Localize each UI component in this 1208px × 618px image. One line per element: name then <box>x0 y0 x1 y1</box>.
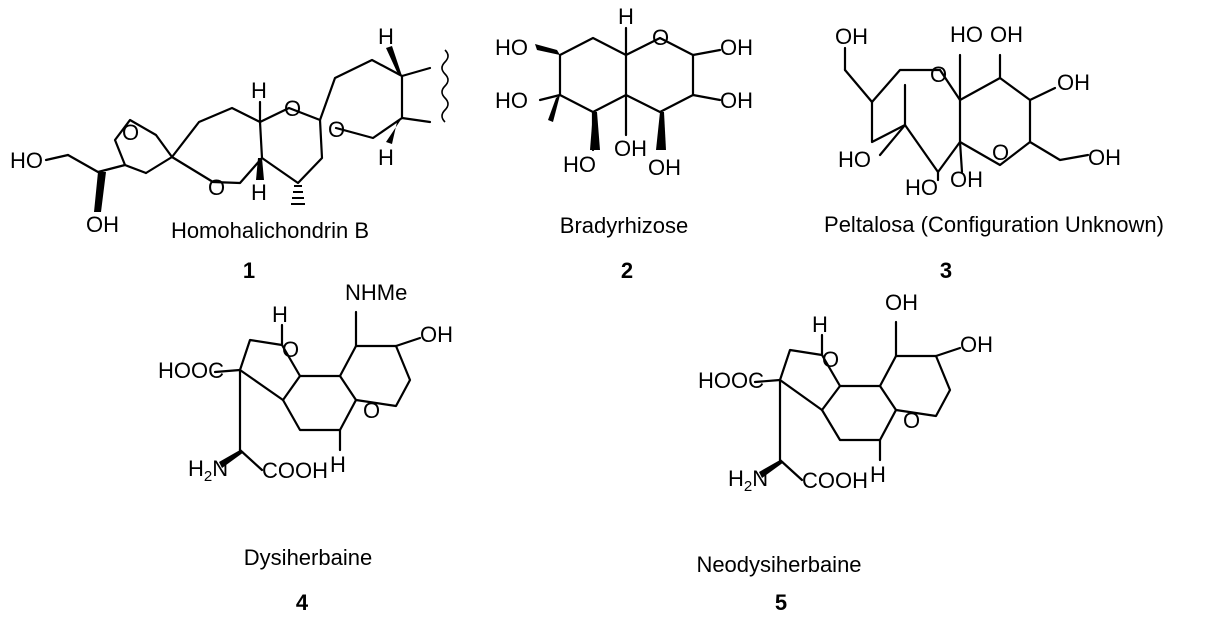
compound-3-name: Peltalosa (Configuration Unknown) <box>824 212 1164 237</box>
atom-label: OH <box>960 332 993 357</box>
compound-4-number: 4 <box>296 590 309 615</box>
atom-label: O <box>652 25 669 50</box>
atom-label: HO <box>495 88 528 113</box>
atom-label: O <box>903 408 920 433</box>
atom-label: OH <box>1057 70 1090 95</box>
atom-label: OH <box>950 167 983 192</box>
atom-label: OH <box>1088 145 1121 170</box>
compound-3-structure: OH O HO OH OH HO O OH HO OH Peltalosa (C… <box>824 22 1164 283</box>
atom-label: O <box>328 117 345 142</box>
atom-label-h2n: H2N <box>728 466 768 495</box>
compound-4-structure: O H H O NHMe OH HOOC H2N COOH Dysiherbai… <box>158 280 453 615</box>
atom-label: H <box>378 145 394 170</box>
compound-4-name: Dysiherbaine <box>244 545 372 570</box>
compound-5-name: Neodysiherbaine <box>696 552 861 577</box>
atom-label: H <box>618 4 634 29</box>
atom-label: OH <box>720 35 753 60</box>
atom-label: HOOC <box>698 368 764 393</box>
atom-label: O <box>822 347 839 372</box>
compound-1-number: 1 <box>243 258 255 283</box>
atom-label: HO <box>495 35 528 60</box>
atom-label: NHMe <box>345 280 407 305</box>
compound-2-number: 2 <box>621 258 633 283</box>
atom-label: O <box>122 120 139 145</box>
atom-label: HO <box>563 152 596 177</box>
atom-label: H <box>251 78 267 103</box>
atom-label: H <box>870 462 886 487</box>
atom-label: OH <box>614 136 647 161</box>
atom-label: OH <box>648 155 681 180</box>
atom-label: O <box>208 175 225 200</box>
atom-label: O <box>992 140 1009 165</box>
atom-label: OH <box>86 212 119 237</box>
compound-3-number: 3 <box>940 258 952 283</box>
atom-label: HO <box>10 148 43 173</box>
compound-5-number: 5 <box>775 590 787 615</box>
compound-1-name: Homohalichondrin B <box>171 218 369 243</box>
compound-2-structure: HO HO HO OH OH OH OH H O Bradyrhizose 2 <box>495 4 753 283</box>
compound-2-name: Bradyrhizose <box>560 213 688 238</box>
atom-label: OH <box>720 88 753 113</box>
atom-label: COOH <box>802 468 868 493</box>
atom-label: HO <box>905 175 938 200</box>
atom-label: HOOC <box>158 358 224 383</box>
atom-label: H <box>812 312 828 337</box>
atom-label: O <box>363 398 380 423</box>
atom-label: O <box>284 96 301 121</box>
atom-label: HO <box>838 147 871 172</box>
atom-label: OH <box>835 24 868 49</box>
compound-5-structure: O H H O OH OH HOOC H2N COOH Neodysiherba… <box>696 290 993 615</box>
atom-label: HO <box>950 22 983 47</box>
atom-label: H <box>378 24 394 49</box>
atom-label: H <box>272 302 288 327</box>
atom-label: COOH <box>262 458 328 483</box>
atom-label: H <box>330 452 346 477</box>
atom-label: OH <box>420 322 453 347</box>
compound-1-structure: O O O O H H H H HO OH Homohalichondrin B… <box>10 24 449 283</box>
atom-label: O <box>282 337 299 362</box>
atom-label: OH <box>885 290 918 315</box>
atom-label: OH <box>990 22 1023 47</box>
atom-label: H <box>251 180 267 205</box>
atom-label-h2n: H2N <box>188 456 228 485</box>
atom-label: O <box>930 62 947 87</box>
